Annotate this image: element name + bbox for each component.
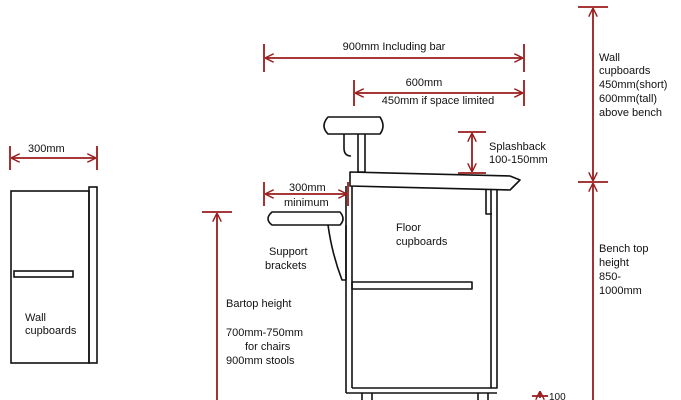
bar-overhang-dimension (263, 182, 349, 206)
wall-cupboards-gap-line: above bench (599, 107, 662, 119)
bar-overhang-label: 300mm (289, 182, 326, 194)
splashback-dimension (458, 131, 486, 174)
floor-cupboards-line: Floor (396, 222, 421, 234)
bartop-height-line: 700mm-750mm (226, 327, 303, 339)
wall-cupboards-gap-dimension (578, 6, 608, 183)
kick-height-dimension (532, 392, 548, 398)
bench-height-label: Bench top height 850- 1000mm (599, 243, 649, 297)
wall-cupboards-gap-line: Wall (599, 52, 620, 64)
splashback-label: Splashback (489, 141, 546, 153)
bench-unit-drawing (267, 116, 521, 400)
bench-height-line: 850- (599, 271, 621, 283)
bartop-height-values: 700mm-750mm for chairs 900mm stools (226, 327, 303, 367)
wall-cupboards-line: cupboards (25, 325, 77, 337)
overall-width-dimension (263, 44, 525, 72)
bench-depth-dimension (353, 80, 525, 106)
floor-cupboards-label: Floor cupboards (396, 222, 448, 248)
wall-cupboards-gap-line: cupboards (599, 65, 651, 77)
kick-height-label: 100 (549, 392, 566, 400)
bartop-height-line: 900mm stools (226, 355, 295, 367)
wall-cupboard-depth-dimension (9, 146, 98, 170)
wall-cupboard-depth-label: 300mm (28, 143, 65, 155)
wall-cupboards-label: Wall cupboards (25, 312, 77, 337)
floor-cupboards-line: cupboards (396, 236, 448, 248)
bar-overhang-label-minimum: minimum (284, 197, 329, 209)
bartop-height-title: Bartop height (226, 298, 291, 310)
bartop-height-line: for chairs (245, 341, 291, 353)
wall-cupboards-gap-label: Wall cupboards 450mm(short) 600mm(tall) … (599, 52, 667, 119)
overall-width-label: 900mm Including bar (343, 41, 446, 53)
wall-cupboards-line: Wall (25, 312, 46, 324)
bench-depth-alt-label: 450mm if space limited (382, 95, 495, 107)
wall-cupboards-gap-line: 600mm(tall) (599, 93, 657, 105)
bartop-height-dimension (202, 211, 232, 400)
support-brackets-line: Support (269, 246, 308, 258)
support-brackets-line: brackets (265, 260, 307, 272)
bench-height-line: 1000mm (599, 285, 642, 297)
wall-cupboard-drawing (10, 186, 98, 364)
wall-cupboards-gap-line: 450mm(short) (599, 79, 667, 91)
bench-height-line: height (599, 257, 629, 269)
bench-depth-label: 600mm (406, 77, 443, 89)
bench-height-line: Bench top (599, 243, 649, 255)
splashback-size-label: 100-150mm (489, 154, 548, 166)
support-brackets-label: Support brackets (265, 246, 308, 272)
